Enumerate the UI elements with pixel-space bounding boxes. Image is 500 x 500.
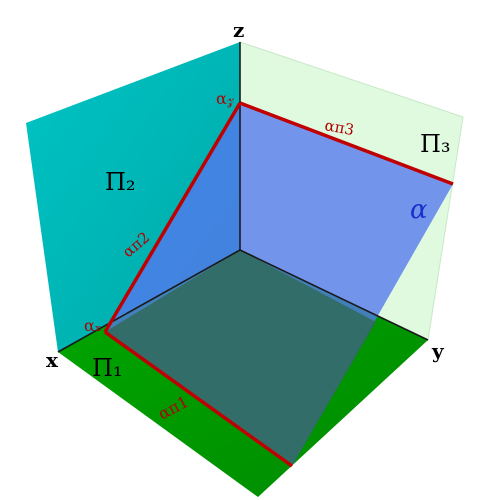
alpha-x-label: αₓ: [84, 316, 102, 335]
alpha-z-label: α𝓏: [216, 89, 235, 108]
trace-pi1: [103, 330, 294, 468]
pi2-label: Π₂: [105, 168, 136, 196]
alpha-label: α: [410, 195, 428, 225]
trace-pi3: [239, 101, 454, 186]
x-axis-label: x: [46, 348, 59, 372]
trace-pi3-label: απ3: [323, 116, 355, 139]
trace-pi2: [103, 102, 242, 333]
y-axis-label: y: [431, 339, 445, 363]
z-axis-label: z: [233, 18, 244, 42]
y-axis: [239, 249, 429, 341]
pi3-label: Π₃: [420, 130, 451, 158]
plane-alpha-shadow: [105, 250, 376, 466]
x-axis: [57, 249, 241, 353]
pi1-label: Π₁: [92, 354, 123, 382]
